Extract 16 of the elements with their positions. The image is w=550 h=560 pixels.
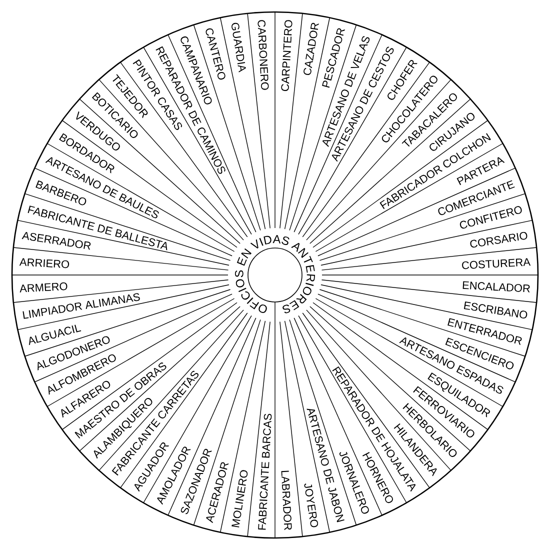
sector-label: FABRICANTE BARCAS (258, 414, 272, 530)
sector-label: CARPINTERO (281, 20, 292, 92)
sector-label: LABRADOR (281, 470, 292, 530)
sector-label: CORSARIO (470, 232, 528, 248)
sector-label: ASERRADOR (22, 232, 91, 250)
sector-label: ESCRIBANO (464, 302, 528, 318)
sector-label: GUARDIA (232, 22, 246, 72)
sector-label: ENCALADOR (462, 281, 530, 292)
sector-label: LIMPIADOR ALIMANAS (22, 293, 140, 319)
sector-label: CARBONERO (258, 20, 269, 90)
sector-label: CAZADOR (304, 22, 319, 75)
sector-label: ARRIERO (19, 258, 70, 268)
sector-label: COSTURERA (462, 258, 531, 270)
sector-label: MOLINERO (232, 470, 248, 528)
sector-label: JOYERO (304, 483, 318, 528)
sector-label: ARMERO (20, 282, 68, 292)
